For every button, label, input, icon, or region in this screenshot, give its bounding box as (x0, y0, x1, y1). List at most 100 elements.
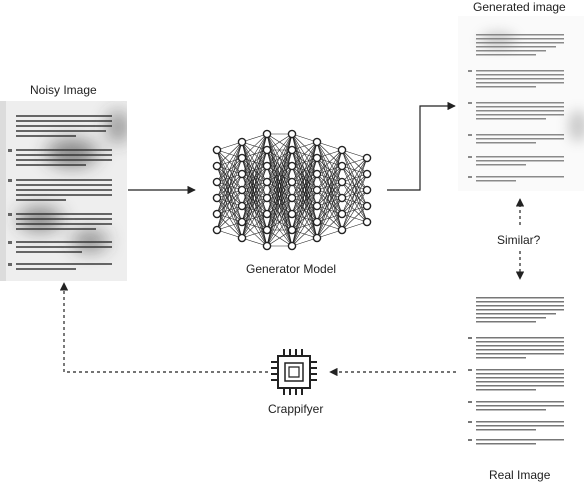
network-connection (216, 205, 243, 231)
network-connection (316, 141, 343, 151)
network-connection (241, 133, 268, 207)
network-neuron (287, 161, 297, 171)
network-connection (291, 157, 318, 247)
network-neuron (287, 193, 297, 203)
network-connection (266, 133, 293, 199)
network-connection (241, 133, 268, 191)
network-neuron (212, 193, 222, 203)
network-connection (316, 181, 343, 239)
network-connection (316, 229, 343, 239)
network-neuron (337, 193, 347, 203)
network-connection (291, 189, 318, 247)
noisy-document-image (0, 101, 127, 281)
network-connection (216, 141, 243, 167)
network-connection (291, 205, 318, 247)
network-connection (341, 157, 368, 215)
network-connection (341, 221, 368, 231)
network-connection (341, 157, 368, 199)
network-neuron (337, 161, 347, 171)
network-connection (316, 149, 343, 223)
network-connection (216, 229, 243, 239)
network-neuron (262, 225, 272, 235)
network-connection (341, 205, 368, 231)
real-document-drawing (468, 297, 564, 445)
network-connection (316, 149, 343, 191)
network-neuron (212, 145, 222, 155)
network-connection (216, 141, 243, 215)
network-neuron (262, 161, 272, 171)
network-neuron (262, 145, 272, 155)
network-connection (241, 229, 268, 239)
network-neuron (337, 177, 347, 187)
network-neuron (262, 209, 272, 219)
network-connection (291, 141, 318, 199)
network-connection (291, 237, 318, 247)
network-neuron (262, 129, 272, 139)
real-image-label: Real Image (489, 468, 551, 482)
generated-document-drawing (468, 32, 584, 182)
network-connection (291, 141, 318, 151)
generator-model-label: Generator Model (246, 262, 337, 276)
generated-image-label: Generated image (473, 0, 566, 14)
network-connection (291, 141, 318, 247)
similar-label: Similar? (497, 233, 541, 247)
network-neuron (262, 193, 272, 203)
generated-document-image (458, 16, 584, 191)
network-neuron (237, 185, 247, 195)
network-connection (266, 181, 293, 247)
network-connection (266, 133, 293, 215)
network-neuron (262, 177, 272, 187)
network-connection (291, 141, 318, 167)
arrow-crappifyer-to-noisy (59, 282, 268, 373)
network-connection (266, 133, 293, 167)
network-connection (216, 173, 243, 231)
network-neuron (362, 153, 372, 163)
arrow-generator-to-generated (387, 101, 456, 191)
network-connection (291, 221, 318, 247)
network-neuron (312, 169, 322, 179)
network-neuron (237, 233, 247, 243)
network-connection (241, 213, 268, 239)
network-connection (216, 157, 243, 231)
crappifyer-label: Crappifyer (268, 402, 324, 416)
network-neuron (362, 185, 372, 195)
network-connection (316, 213, 343, 239)
network-connection (341, 173, 368, 231)
network-connection (316, 149, 343, 159)
network-neuron (212, 225, 222, 235)
real-document-image (458, 283, 584, 458)
network-neuron (287, 209, 297, 219)
network-connection (266, 229, 293, 247)
network-neuron (312, 137, 322, 147)
network-neuron (212, 161, 222, 171)
network-neuron (287, 129, 297, 139)
network-neuron (362, 169, 372, 179)
network-neuron (362, 201, 372, 211)
network-neuron (312, 233, 322, 243)
network-connection (241, 133, 268, 239)
network-connection (316, 149, 343, 239)
network-connection (291, 133, 318, 143)
noisy-document-drawing (0, 101, 127, 281)
network-connection (291, 141, 318, 215)
network-neuron (287, 241, 297, 251)
network-neuron (312, 201, 322, 211)
network-connection (291, 173, 318, 247)
network-neuron (287, 145, 297, 155)
network-connection (266, 133, 293, 247)
network-connection (341, 157, 368, 167)
network-connection (241, 133, 268, 175)
network-connection (341, 157, 368, 183)
network-neuron (312, 153, 322, 163)
network-connection (266, 213, 293, 247)
network-connection (316, 149, 343, 175)
network-neuron (312, 217, 322, 227)
network-connection (241, 197, 268, 239)
network-connection (291, 141, 318, 231)
network-connection (216, 141, 243, 231)
network-connection (241, 149, 268, 239)
network-neuron (237, 153, 247, 163)
network-connection (241, 133, 268, 159)
network-neuron (287, 177, 297, 187)
